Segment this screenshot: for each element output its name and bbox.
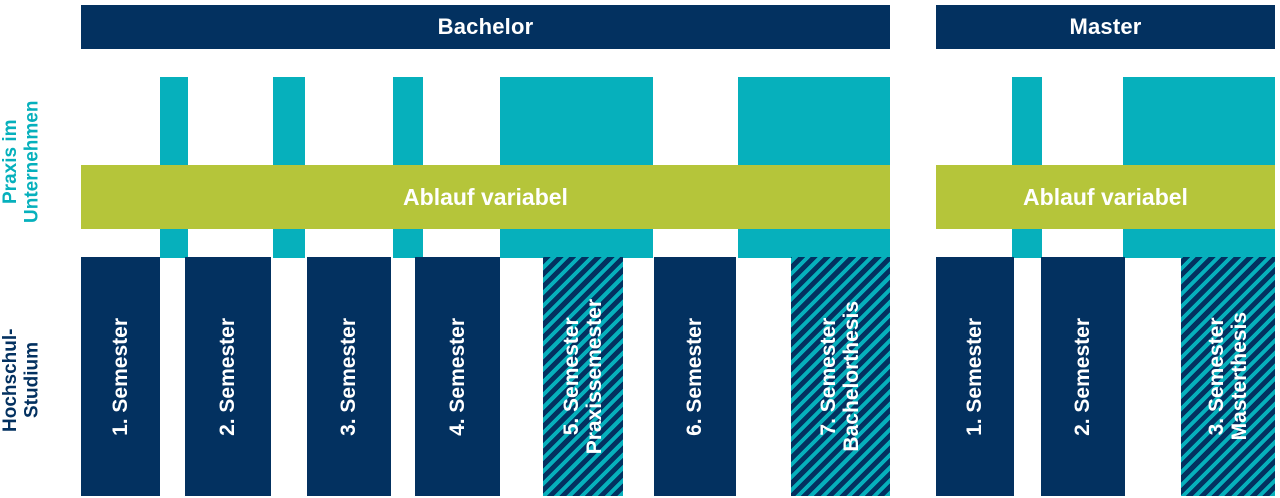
semester-block-bachelor-5-praxissemester[interactable]: 5. Semester Praxissemester — [543, 257, 623, 496]
semester-label: 2. Semester — [1071, 317, 1095, 436]
semester-block-bachelor-7-bachelorthesis[interactable]: 7. Semester Bachelorthesis — [791, 257, 890, 496]
semester-block-bachelor-4[interactable]: 4. Semester — [415, 257, 500, 496]
semester-label: 2. Semester — [216, 317, 240, 436]
semester-block-master-2[interactable]: 2. Semester — [1041, 257, 1125, 496]
semester-block-bachelor-1[interactable]: 1. Semester — [81, 257, 160, 496]
semester-label: 6. Semester — [683, 317, 707, 436]
semester-block-bachelor-6[interactable]: 6. Semester — [654, 257, 736, 496]
semester-block-bachelor-2[interactable]: 2. Semester — [185, 257, 271, 496]
program-header-bachelor: Bachelor — [81, 5, 890, 49]
program-header-master: Master — [936, 5, 1275, 49]
semester-label: 4. Semester — [445, 317, 469, 436]
semester-block-bachelor-3[interactable]: 3. Semester — [307, 257, 391, 496]
semester-label: 5. Semester Praxissemester — [559, 298, 606, 455]
variable-band-master: Ablauf variabel — [936, 165, 1275, 229]
semester-block-master-3-masterthesis[interactable]: 3. Semester Masterthesis — [1181, 257, 1275, 496]
axis-label-praxis-im-unternehmen: Praxis im Unternehmen — [0, 100, 43, 224]
semester-label: 3. Semester Masterthesis — [1204, 312, 1251, 441]
axis-label-hochschul-studium: Hochschul- Studium — [0, 328, 43, 432]
semester-label: 3. Semester — [337, 317, 361, 436]
semester-block-master-1[interactable]: 1. Semester — [936, 257, 1014, 496]
variable-band-bachelor: Ablauf variabel — [81, 165, 890, 229]
semester-label: 7. Semester Bachelorthesis — [817, 301, 864, 452]
semester-label: 1. Semester — [963, 317, 987, 436]
semester-label: 1. Semester — [108, 317, 132, 436]
